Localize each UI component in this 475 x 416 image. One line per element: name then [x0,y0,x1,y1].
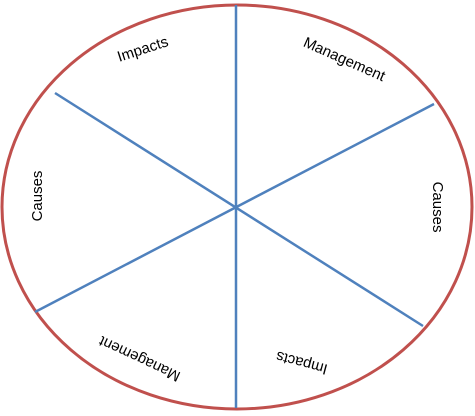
divider-line-falling [54,91,424,328]
segment-label-causes-left: Causes [29,171,46,222]
segment-label-causes-right: Causes [429,182,446,233]
